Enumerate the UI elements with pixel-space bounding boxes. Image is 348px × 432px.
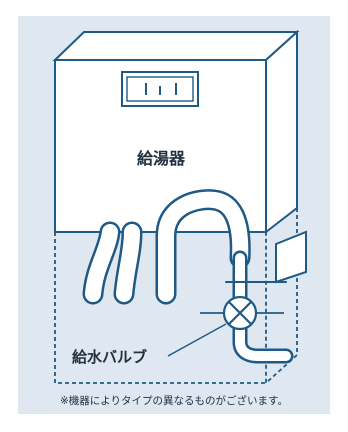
side-bracket [275, 230, 307, 284]
heater-top-face [52, 31, 300, 61]
pipe-cover-outline [54, 208, 298, 386]
footnote: ※機器によりタイプの異なるものがございます。 [60, 394, 288, 407]
valve-label: 給水バルブ [72, 348, 147, 366]
valve-callout-line [167, 323, 227, 357]
heater-side-face [265, 29, 298, 235]
heater-label: 給湯器 [137, 149, 186, 168]
pipe-group [82, 189, 294, 364]
control-display-icon [121, 71, 199, 107]
water-valve-icon [222, 295, 258, 331]
